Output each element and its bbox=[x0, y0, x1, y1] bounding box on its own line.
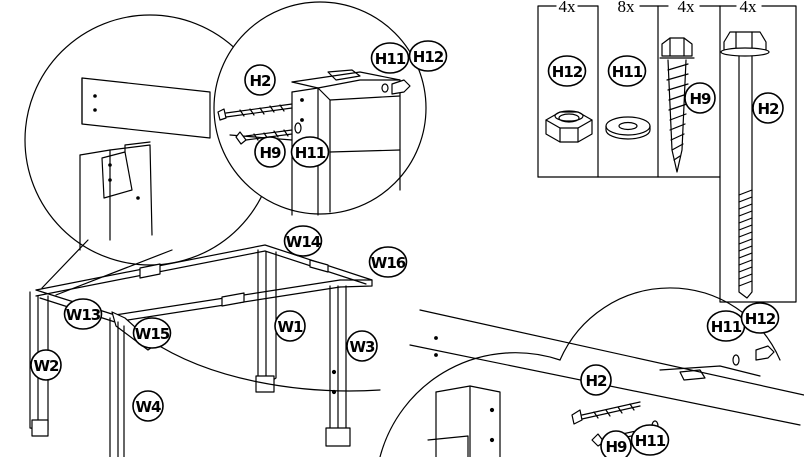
table-frame bbox=[29, 244, 381, 458]
callout-bottom-label-1-text: H12 bbox=[745, 310, 776, 328]
frame-label-w15-text: W15 bbox=[135, 325, 170, 343]
frame-label-w13-text: W13 bbox=[66, 306, 101, 324]
detail-circle-center bbox=[213, 1, 427, 216]
callout-top-label-0: H2 bbox=[244, 64, 276, 96]
callout-top-label-2-text: H12 bbox=[413, 48, 444, 66]
callout-bottom-label-2: H2 bbox=[580, 364, 612, 396]
label-h12-text: H12 bbox=[552, 63, 583, 81]
frame-label-w13: W13 bbox=[63, 298, 103, 330]
callout-bottom-label-0-text: H11 bbox=[711, 318, 742, 336]
leader-line-left-2 bbox=[55, 249, 173, 296]
frame-label-w16-text: W16 bbox=[371, 254, 406, 272]
lag-screw-h9 bbox=[659, 37, 695, 173]
qty-h11: 8x bbox=[618, 0, 636, 16]
callout-bottom-label-2-text: H2 bbox=[586, 372, 608, 390]
callout-bottom-label-4: H11 bbox=[630, 424, 670, 456]
leader-line-left bbox=[41, 239, 89, 289]
qty-h9: 4x bbox=[678, 0, 696, 16]
callout-bottom-label-3: H9 bbox=[600, 430, 632, 461]
hardware-panel bbox=[537, 5, 797, 303]
frame-label-w1: W1 bbox=[274, 310, 306, 342]
bolt-h2 bbox=[720, 31, 770, 299]
callout-top-label-4: H11 bbox=[290, 136, 330, 168]
label-h11-text: H11 bbox=[612, 63, 643, 81]
frame-label-w3-text: W3 bbox=[350, 338, 376, 356]
qty-h2: 4x bbox=[740, 0, 758, 16]
label-h2: H2 bbox=[752, 92, 784, 124]
frame-label-w14-text: W14 bbox=[286, 233, 321, 251]
frame-label-w3: W3 bbox=[346, 330, 378, 362]
frame-label-w15: W15 bbox=[132, 317, 172, 349]
callout-bottom-label-3-text: H9 bbox=[606, 438, 628, 456]
callout-top-label-2: H12 bbox=[408, 40, 448, 72]
callout-top-label-1-text: H11 bbox=[375, 50, 406, 68]
label-h12: H12 bbox=[547, 55, 587, 87]
qty-h12: 4x bbox=[559, 0, 577, 16]
frame-label-w1-text: W1 bbox=[278, 318, 304, 336]
frame-label-w2-text: W2 bbox=[34, 357, 60, 375]
quantity-layer: 4x 8x 4x 4x bbox=[559, 0, 758, 16]
callout-bottom-label-4-text: H11 bbox=[635, 432, 666, 450]
callout-top-label-1: H11 bbox=[370, 42, 410, 74]
washer-h11 bbox=[605, 116, 651, 140]
callout-bottom-label-1: H12 bbox=[740, 302, 780, 334]
callout-top-label-3-text: H9 bbox=[260, 144, 282, 162]
callout-top-label-3: H9 bbox=[254, 136, 286, 168]
callout-top-label-4-text: H11 bbox=[295, 144, 326, 162]
bolt-h2-top bbox=[217, 103, 293, 121]
frame-label-w4-text: W4 bbox=[136, 398, 162, 416]
callout-bottom-label-0: H11 bbox=[706, 310, 746, 342]
label-h11: H11 bbox=[607, 55, 647, 87]
frame-label-w16: W16 bbox=[368, 246, 408, 278]
label-h2-text: H2 bbox=[758, 100, 780, 118]
frame-label-w2: W2 bbox=[30, 349, 62, 381]
hex-nut-h12 bbox=[545, 110, 593, 143]
frame-label-w14: W14 bbox=[283, 225, 323, 257]
label-h9-text: H9 bbox=[690, 90, 712, 108]
label-h9: H9 bbox=[684, 82, 716, 114]
frame-label-w4: W4 bbox=[132, 390, 164, 422]
callout-top-label-0-text: H2 bbox=[250, 72, 272, 90]
